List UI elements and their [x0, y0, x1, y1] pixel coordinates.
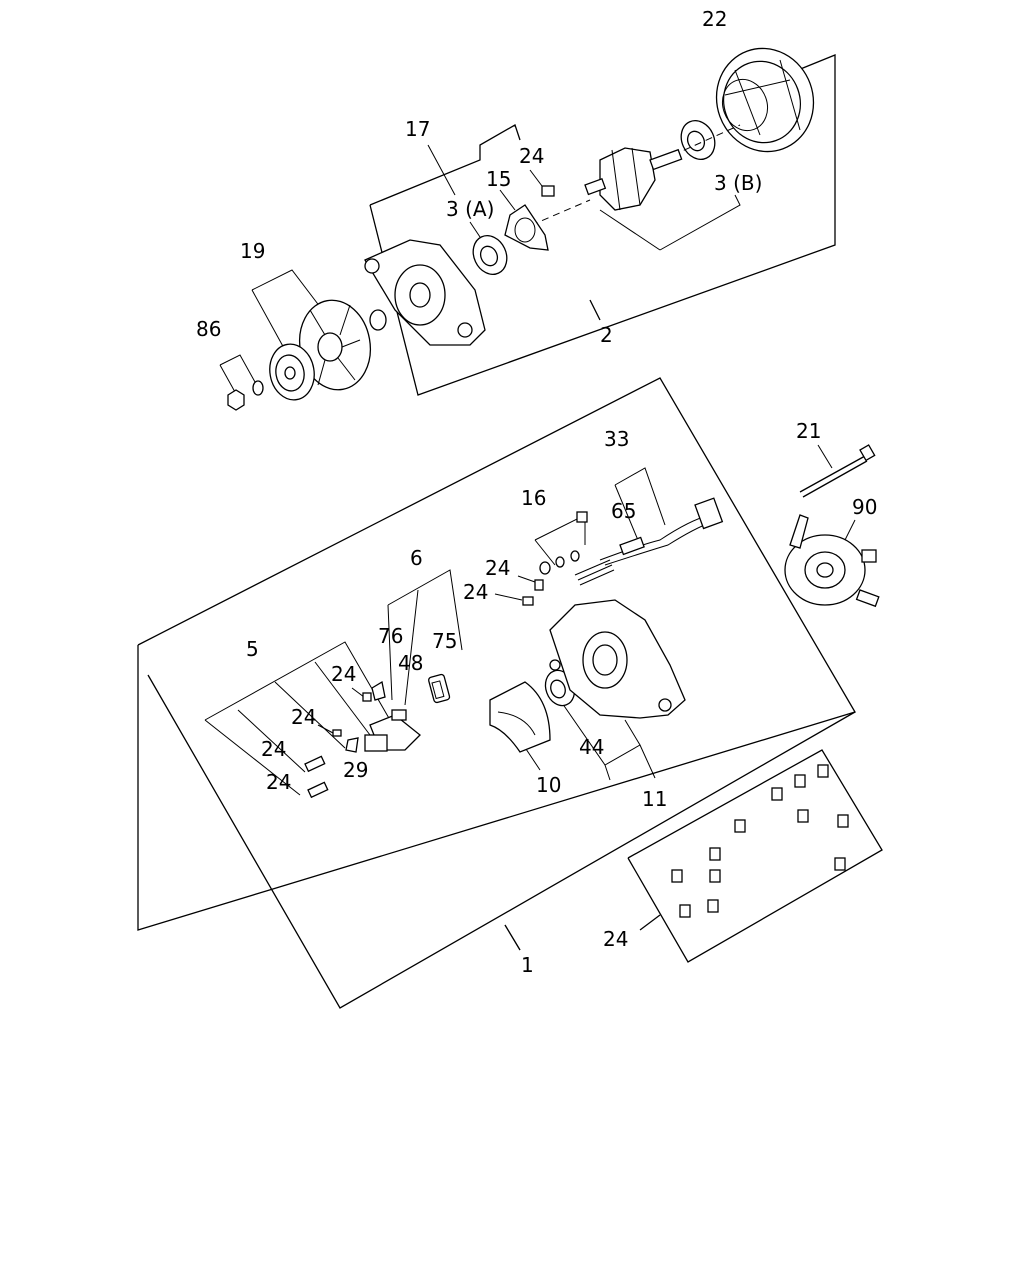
spacer: [369, 309, 387, 331]
bolt-cluster-24: [671, 764, 849, 918]
callout-c17: 17: [405, 117, 430, 141]
callout-c21: 21: [796, 419, 821, 443]
clips-24-group5: [332, 680, 386, 753]
callout-c48: 48: [398, 651, 423, 675]
nut-24-top: [541, 185, 555, 197]
callout-c24g: 24: [266, 770, 291, 794]
callout-c24h: 24: [603, 927, 628, 951]
callout-c22: 22: [702, 7, 727, 31]
brush-holder: [364, 709, 421, 752]
callout-c3a: 3 (A): [446, 197, 494, 221]
bearing-3a: [472, 235, 508, 275]
rear-housing-22: [715, 47, 815, 153]
callout-c11: 11: [642, 787, 667, 811]
callout-c1: 1: [521, 953, 534, 977]
nut-86: [227, 380, 264, 411]
part-90: [784, 514, 880, 608]
callout-c24b: 24: [485, 556, 510, 580]
bolts-24-middle: [522, 579, 544, 606]
callout-c10: 10: [536, 773, 561, 797]
callout-c44: 44: [579, 735, 604, 759]
bolt-21: [799, 444, 876, 498]
group-frame-1: [137, 377, 856, 1009]
callout-c90: 90: [852, 495, 877, 519]
callout-c24f: 24: [261, 737, 286, 761]
callout-c33: 33: [604, 427, 629, 451]
insulator-75: [428, 673, 451, 704]
rotor: [584, 147, 683, 211]
plate-15: [504, 204, 549, 251]
front-bracket: [364, 239, 486, 346]
cover-10: [489, 681, 551, 753]
callout-c24e: 24: [291, 705, 316, 729]
callout-c19: 19: [240, 239, 265, 263]
screws-24-group5: [304, 755, 329, 799]
callout-c75: 75: [432, 629, 457, 653]
terminal-16: [539, 511, 588, 575]
rear-bracket-11: [549, 599, 686, 719]
harness-33: [574, 497, 724, 586]
pulley: [269, 343, 315, 401]
callout-c5: 5: [246, 637, 259, 661]
callout-c65: 65: [611, 499, 636, 523]
callout-c76: 76: [378, 624, 403, 648]
group-frame-2: [369, 54, 836, 396]
callout-c24d: 24: [331, 662, 356, 686]
callout-c6: 6: [410, 546, 423, 570]
group-frame-24-bolts: [627, 749, 883, 963]
callout-c2: 2: [600, 323, 613, 347]
callout-c3b: 3 (B): [714, 171, 762, 195]
leader-lines: [204, 144, 856, 951]
callout-c16: 16: [521, 486, 546, 510]
callout-c24c: 24: [463, 580, 488, 604]
callout-c29: 29: [343, 758, 368, 782]
callout-c15: 15: [486, 167, 511, 191]
bearing-3b: [680, 120, 716, 160]
callout-c86: 86: [196, 317, 221, 341]
callout-c24a: 24: [519, 144, 544, 168]
